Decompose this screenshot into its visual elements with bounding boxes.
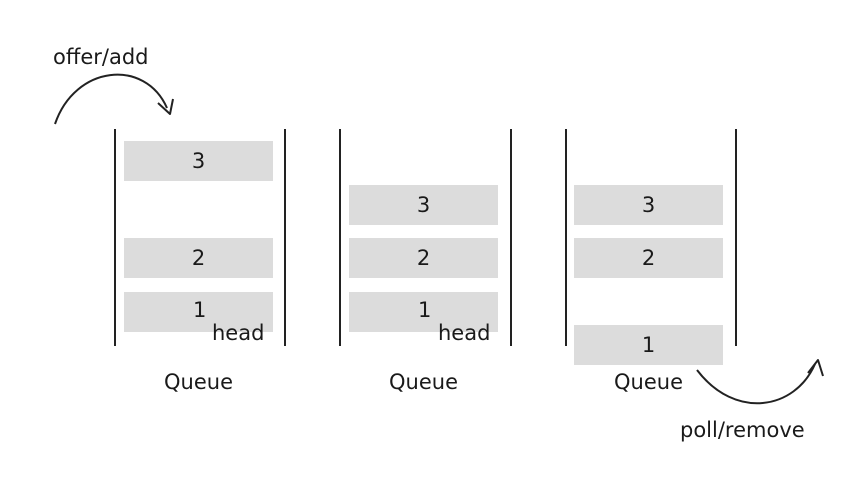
queue-2-block-3: 3: [349, 185, 498, 225]
queue-3-right-wall: [735, 129, 737, 346]
enqueue-arrow: [54, 73, 168, 125]
queue-3-block-2: 2: [574, 238, 723, 278]
queue-1-block-2: 2: [124, 238, 273, 278]
queue-3-block-3: 3: [574, 185, 723, 225]
enqueue-label: offer/add: [53, 45, 149, 69]
queue-2-head-label: head: [438, 321, 491, 345]
queue-2-caption: Queue: [389, 370, 458, 394]
dequeue-arrow: [696, 363, 816, 405]
queue-2-left-wall: [339, 129, 341, 346]
enqueue-arrowhead: [157, 98, 174, 115]
queue-1-block-3: 3: [124, 141, 273, 181]
queue-1-block-1: 1: [124, 292, 273, 332]
queue-1-head-label: head: [212, 321, 265, 345]
queue-1-right-wall: [284, 129, 286, 346]
queue-2-right-wall: [510, 129, 512, 346]
queue-3-left-wall: [565, 129, 567, 346]
queue-3-caption: Queue: [614, 370, 683, 394]
dequeue-arrowhead: [807, 359, 824, 377]
queue-3-block-1: 1: [574, 325, 723, 365]
queue-2-block-2: 2: [349, 238, 498, 278]
queue-1-caption: Queue: [164, 370, 233, 394]
queue-2-block-1: 1: [349, 292, 498, 332]
queue-1-left-wall: [114, 129, 116, 346]
dequeue-label: poll/remove: [680, 418, 805, 442]
